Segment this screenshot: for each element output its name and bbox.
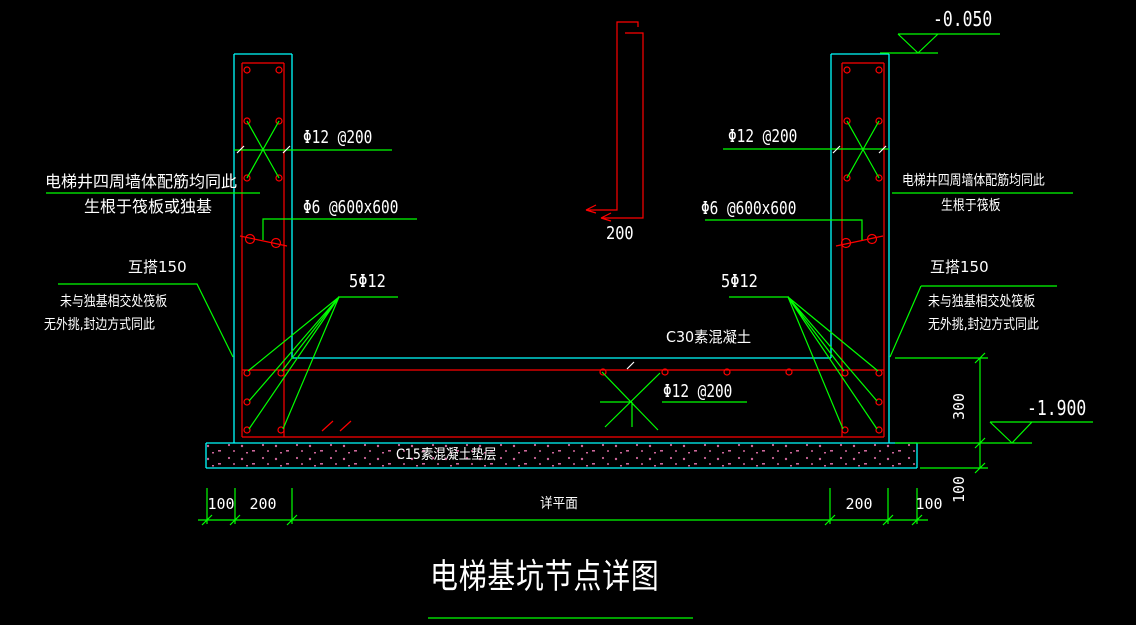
right-raft-note-line1: 未与独基相交处筏板 (928, 294, 1036, 310)
left-wall-note-line2: 生根于筏板或独基 (84, 197, 213, 216)
left-raft-note-line1: 未与独基相交处筏板 (60, 294, 168, 310)
right-corner-bars-label: 5Φ12 (721, 271, 758, 292)
concrete-outline (205, 53, 918, 469)
right-wall-tie-label: Φ6 @600x600 (701, 198, 797, 219)
bedding-hatch (207, 444, 916, 467)
left-raft-note-line2: 无外挑,封边方式同此 (44, 317, 155, 333)
dim-right-300: 300 (950, 392, 968, 420)
dim-right-100: 100 (950, 475, 968, 503)
hook-length-label: 200 (606, 223, 634, 244)
dim-bottom-plan-ref: 详平面 (540, 496, 578, 512)
rebar-section-dots (243, 66, 883, 434)
right-lap-label: 互搭150 (930, 258, 989, 276)
right-raft-note-line2: 无外挑,封边方式同此 (928, 317, 1039, 333)
leader-and-dimension-lines (46, 33, 1093, 619)
right-wall-rebar-label: Φ12 @200 (728, 126, 798, 147)
dim-bottom-right-200: 200 (845, 495, 873, 513)
left-corner-bars-label: 5Φ12 (349, 271, 386, 292)
elevation-pit-bottom-value: -1.900 (1027, 396, 1087, 420)
bedding-layer-label: C15素混凝土垫层 (396, 447, 497, 463)
left-wall-tie-label: Φ6 @600x600 (303, 197, 399, 218)
elevation-top-value: -0.050 (933, 7, 993, 31)
dim-bottom-right-100: 100 (915, 495, 943, 513)
slab-concrete-label: C30素混凝土 (666, 328, 752, 346)
slab-rebar-label: Φ12 @200 (663, 381, 733, 402)
left-wall-note-line1: 电梯井四周墙体配筋均同此 (45, 172, 238, 191)
left-wall-rebar-label: Φ12 @200 (303, 127, 373, 148)
dim-bottom-left-200: 200 (249, 495, 277, 513)
crossing-tick-marks (236, 145, 887, 370)
left-lap-label: 互搭150 (128, 258, 187, 276)
right-wall-note-line1: 电梯井四周墙体配筋均同此 (902, 173, 1045, 189)
rebar-lines (239, 21, 885, 438)
dim-bottom-left-100: 100 (207, 495, 235, 513)
drawing-title: 电梯基坑节点详图 (430, 557, 660, 597)
right-wall-note-line2: 生根于筏板 (941, 198, 1001, 214)
